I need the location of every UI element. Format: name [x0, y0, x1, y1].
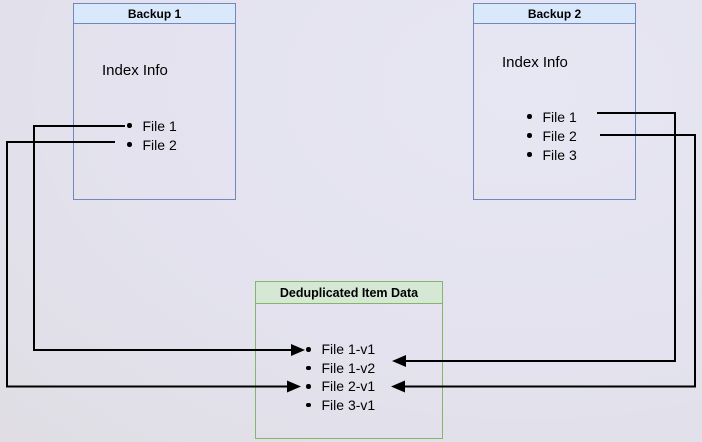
list-item-label: File 2 — [142, 136, 177, 153]
bullet-icon — [306, 402, 311, 407]
list-item-label: File 1 — [542, 108, 577, 125]
list-item: File 1-v1 — [306, 340, 375, 359]
list-item-label: File 1-v2 — [321, 359, 376, 376]
backup1-header: Backup 1 — [74, 4, 235, 24]
list-item: File 1 — [127, 116, 177, 135]
list-item: File 1 — [527, 107, 577, 126]
dedup-file-list: File 1-v1 File 1-v2 File 2-v1 File 3-v1 — [306, 340, 375, 414]
list-item: File 2-v1 — [306, 377, 375, 396]
bullet-icon — [306, 347, 311, 352]
list-item-label: File 3-v1 — [321, 396, 376, 413]
list-item: File 2 — [527, 126, 577, 145]
backup2-header: Backup 2 — [474, 4, 635, 24]
backup2-subtitle: Index Info — [502, 54, 568, 71]
list-item-label: File 1 — [142, 117, 177, 134]
list-item: File 3-v1 — [306, 396, 375, 415]
list-item-label: File 3 — [542, 146, 577, 163]
backup2-title: Backup 2 — [527, 6, 582, 21]
list-item-label: File 2-v1 — [321, 378, 376, 395]
backup1-subtitle: Index Info — [102, 62, 168, 79]
bullet-icon — [127, 123, 132, 128]
bullet-icon — [527, 152, 532, 157]
list-item: File 2 — [127, 135, 177, 154]
dedup-title: Deduplicated Item Data — [279, 285, 419, 300]
list-item: File 1-v2 — [306, 359, 375, 378]
list-item-label: File 1-v1 — [321, 341, 376, 358]
dedup-header: Deduplicated Item Data — [256, 282, 442, 304]
bullet-icon — [306, 384, 311, 389]
backup2-file-list: File 1 File 2 File 3 — [527, 107, 577, 164]
bullet-icon — [306, 365, 311, 370]
bullet-icon — [527, 114, 532, 119]
backup1-title: Backup 1 — [127, 6, 182, 21]
backup1-file-list: File 1 File 2 — [127, 116, 177, 154]
list-item-label: File 2 — [542, 127, 577, 144]
backup1-node: Backup 1 Index Info File 1 File 2 — [73, 3, 236, 200]
dedup-node: Deduplicated Item Data File 1-v1 File 1-… — [255, 281, 443, 439]
list-item: File 3 — [527, 145, 577, 164]
bullet-icon — [127, 142, 132, 147]
backup2-node: Backup 2 Index Info File 1 File 2 File 3 — [473, 3, 636, 200]
bullet-icon — [527, 133, 532, 138]
